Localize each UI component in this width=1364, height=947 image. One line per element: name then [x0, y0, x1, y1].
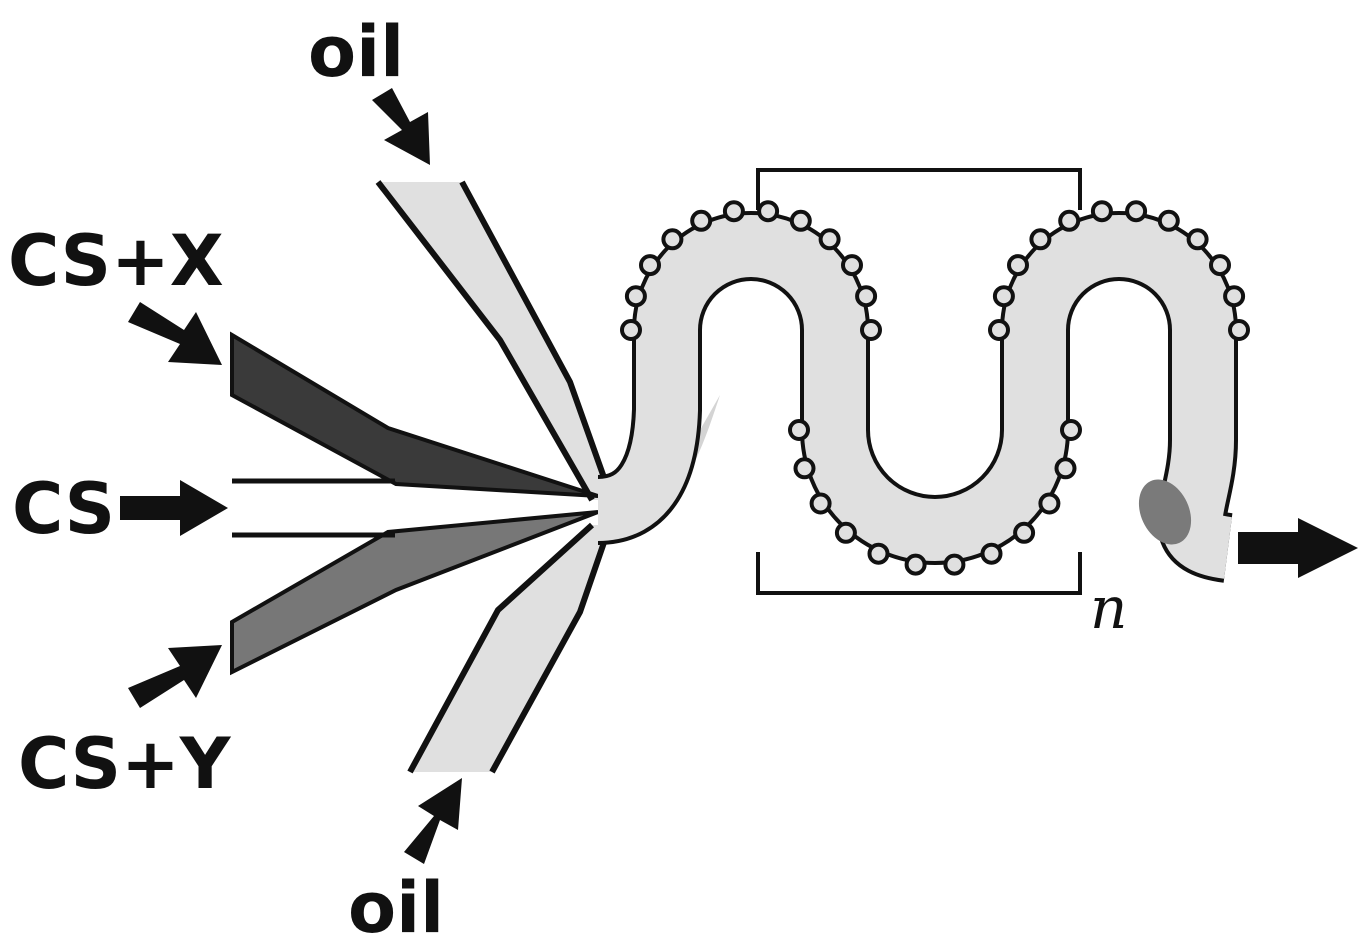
- wall-bump: [789, 209, 812, 232]
- wall-bump: [1038, 492, 1061, 515]
- wall-bump: [722, 200, 745, 223]
- wall-bump: [1013, 521, 1036, 544]
- wall-bump: [1209, 254, 1231, 277]
- wall-bump: [1186, 228, 1209, 251]
- top-bracket: [756, 168, 1082, 210]
- oil-bottom-label: oil: [348, 867, 444, 947]
- wall-bump: [1157, 209, 1180, 232]
- cs-y-label: CS+Y: [18, 723, 232, 805]
- wall-bump: [809, 492, 832, 515]
- wall-bump: [980, 542, 1003, 565]
- serpentine-wall-bumps: [620, 200, 1250, 576]
- oil-top-channel-wall-right: [459, 180, 615, 502]
- outlet-arrow-icon: [1238, 518, 1358, 578]
- cs-arrow-icon: [120, 480, 228, 536]
- wall-bump: [1060, 419, 1082, 441]
- wall-bump: [690, 209, 713, 232]
- bottom-bracket: [756, 552, 1082, 595]
- wall-bump: [860, 319, 882, 341]
- oil-bottom-arrow-icon: [404, 778, 462, 864]
- oil-top-label: oil: [308, 11, 404, 93]
- wall-bump: [757, 200, 780, 223]
- repeat-count-label: n: [1090, 574, 1127, 642]
- wall-bump: [1223, 285, 1246, 308]
- wall-bump: [1058, 209, 1081, 232]
- wall-bump: [620, 319, 642, 341]
- wall-bump: [788, 419, 810, 441]
- oil-bottom-channel-wall-right: [489, 524, 613, 774]
- cs-x-channel: [230, 331, 599, 498]
- oil-top-channel: [378, 182, 612, 500]
- oil-bottom-channel-wall-left: [407, 522, 595, 774]
- wall-bump: [639, 254, 661, 277]
- wall-bump: [943, 553, 966, 576]
- cs-label: CS: [12, 468, 115, 550]
- wall-bump: [1029, 228, 1052, 251]
- wall-bump: [661, 228, 684, 251]
- wall-bump: [834, 521, 857, 544]
- oil-top-channel-wall-left: [375, 180, 595, 502]
- droplet: [1138, 479, 1192, 545]
- wall-bump: [624, 285, 647, 308]
- oil-top-arrow-icon: [372, 88, 430, 165]
- cs-y-channel: [230, 510, 599, 676]
- cs-x-arrow-icon: [128, 302, 222, 365]
- wall-bump: [867, 542, 890, 565]
- serpentine-channel-fill: [596, 215, 1234, 579]
- wall-bump: [992, 285, 1015, 308]
- wall-bump: [793, 457, 816, 480]
- wall-bump: [904, 553, 927, 576]
- wall-bump: [988, 319, 1010, 341]
- wall-bump: [1054, 457, 1077, 480]
- oil-bottom-channel: [410, 525, 610, 772]
- cs-x-label: CS+X: [8, 220, 224, 302]
- wall-bump: [855, 285, 878, 308]
- wall-bump: [1228, 319, 1250, 341]
- cs-y-arrow-icon: [128, 645, 222, 708]
- wall-bump: [818, 228, 841, 251]
- wall-bump: [1125, 200, 1148, 223]
- wall-bump: [1090, 200, 1113, 223]
- wall-bump: [1007, 254, 1029, 277]
- wall-bump: [841, 254, 863, 277]
